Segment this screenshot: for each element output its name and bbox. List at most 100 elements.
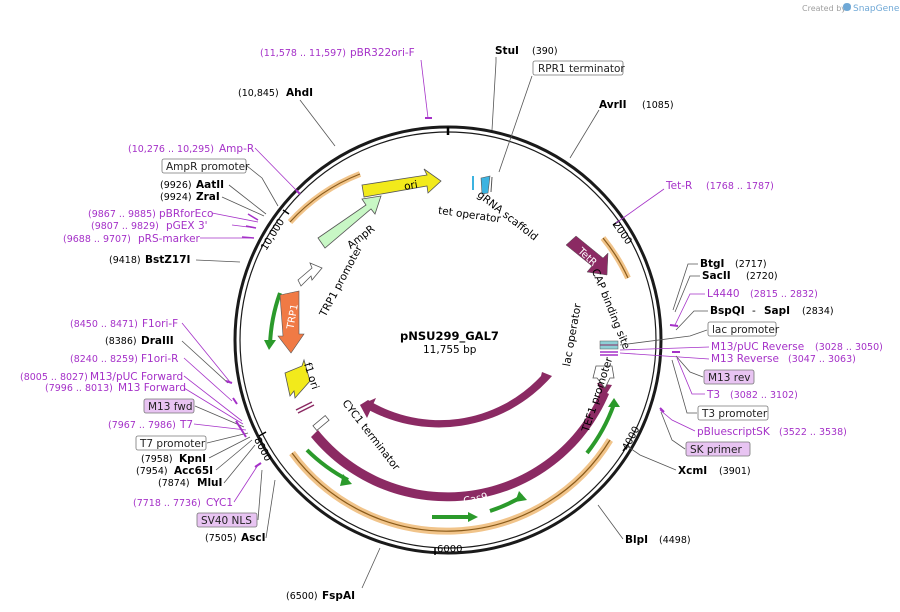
sacii-name[interactable]: SacII	[702, 270, 731, 282]
acc65i-name[interactable]: Acc65I	[174, 465, 213, 477]
l4440-name[interactable]: L4440	[707, 288, 740, 300]
prs-marker-name[interactable]: pRS-marker	[138, 233, 201, 245]
ampr-primer-pos: (10,276 .. 10,295)	[128, 144, 214, 155]
btgi-leader	[672, 263, 698, 311]
blpi-name[interactable]: BlpI	[625, 534, 648, 546]
m13-rev-label: M13 rev	[708, 372, 751, 384]
bstz17i-name[interactable]: BstZ17I	[145, 254, 190, 266]
kpni-name[interactable]: KpnI	[179, 453, 206, 465]
ampr-feature[interactable]	[317, 195, 382, 249]
credit-prefix: Created by	[802, 4, 846, 13]
f1ori-r-name[interactable]: F1ori-R	[141, 353, 178, 365]
ampr-promoter-leader	[246, 165, 279, 207]
tetr-feature[interactable]	[565, 235, 609, 276]
cas9-outer-arrowhead	[597, 383, 612, 398]
ori-feature[interactable]	[361, 168, 442, 198]
t7-primer-pos: (7967 .. 7986)	[108, 420, 176, 431]
asci-name[interactable]: AscI	[241, 532, 266, 544]
ampr-promoter-box[interactable]	[161, 158, 247, 174]
trp1-label: TRP1	[285, 303, 300, 331]
m13-rev-box-leader	[675, 355, 704, 378]
ahdi-pos: (10,845)	[238, 88, 279, 99]
cas9-outer-arc	[311, 390, 609, 502]
xcmi-pos: (3901)	[719, 466, 751, 477]
pgex-name[interactable]: pGEX 3'	[166, 220, 208, 232]
lac-promoter-box[interactable]	[707, 321, 777, 337]
draiii-leader	[181, 340, 229, 384]
m13-rev-box[interactable]	[703, 369, 755, 385]
kpni-pos: (7958)	[141, 454, 173, 465]
bspqi-name[interactable]: BspQI	[710, 305, 745, 317]
m13puc-rev-name[interactable]: M13/pUC Reverse	[711, 341, 804, 353]
btgi-name[interactable]: BtgI	[700, 258, 724, 270]
pbrforeco-leader	[211, 212, 259, 223]
stui-leader	[491, 57, 497, 131]
f1ori-f-name[interactable]: F1ori-F	[142, 318, 178, 330]
mlui-name[interactable]: MluI	[197, 477, 222, 489]
bspqi-leader	[675, 310, 708, 331]
m13puc-rev-leader	[619, 346, 710, 351]
pbluescript-name[interactable]: pBluescriptSK	[697, 426, 771, 438]
m13-fwd-leader	[194, 405, 245, 428]
m13-forward-name[interactable]: M13 Forward	[118, 382, 186, 394]
fspai-leader	[361, 547, 381, 589]
f1ori-r-leader	[183, 357, 233, 402]
pbr322ori-name[interactable]: pBR322ori-F	[350, 47, 415, 59]
t3-name[interactable]: T3	[706, 389, 720, 401]
m13puc-forward-pos: (8005 .. 8027)	[20, 372, 88, 383]
aatii-name[interactable]: AatII	[196, 179, 224, 191]
sk-primer-box[interactable]	[685, 441, 751, 457]
f1-ori-feature[interactable]	[284, 358, 311, 399]
t3-promoter-box[interactable]	[697, 405, 769, 421]
avrii-leader	[569, 109, 600, 159]
ahdi-name[interactable]: AhdI	[286, 87, 313, 99]
cyc1-primer-name[interactable]: CYC1	[206, 497, 233, 509]
fspai-pos: (6500)	[286, 591, 318, 602]
stui-name[interactable]: StuI	[495, 45, 519, 57]
tick-8000: 8000	[251, 436, 273, 464]
zrai-name[interactable]: ZraI	[196, 191, 220, 203]
sk-primer-label: SK primer	[690, 444, 742, 456]
avrii-name[interactable]: AvrII	[599, 99, 627, 111]
rpr1-terminator-box[interactable]	[532, 60, 624, 76]
sapi-name[interactable]: SapI	[764, 305, 790, 317]
draiii-pos: (8386)	[105, 336, 137, 347]
lac-promoter-leader	[619, 329, 708, 346]
m13-fwd-box[interactable]	[143, 398, 195, 414]
draiii-name[interactable]: DraIII	[141, 335, 174, 347]
ampr-primer-name[interactable]: Amp-R	[219, 143, 254, 155]
cas9-label-inner: Cas9	[457, 442, 482, 453]
xcmi-leader	[626, 445, 677, 471]
m13puc-forward-name[interactable]: M13/pUC Forward	[90, 371, 183, 383]
lac-region-marks	[599, 340, 619, 356]
bspqi-pos: (2834)	[802, 306, 834, 317]
t3-leader	[676, 357, 705, 395]
xcmi-name[interactable]: XcmI	[678, 465, 707, 477]
trp1-promoter-label: TRP1 promoter	[317, 243, 365, 320]
t3-pos: (3082 .. 3102)	[730, 390, 798, 401]
trp1-promoter-feature[interactable]	[297, 262, 323, 287]
fspai-name[interactable]: FspAI	[322, 590, 355, 602]
t7-promoter-leader	[206, 432, 249, 444]
f1ori-f-pos: (8450 .. 8471)	[70, 319, 138, 330]
t3-promoter-label: T3 promoter	[701, 408, 768, 420]
cyc1-terminator-feature[interactable]	[295, 401, 330, 432]
trp1-feature[interactable]	[277, 290, 305, 354]
cas9-label-outer: Cas9	[462, 491, 488, 507]
sacii-pos: (2720)	[746, 271, 778, 282]
m13-forward-leader	[183, 387, 244, 425]
m13-reverse-name[interactable]: M13 Reverse	[711, 353, 779, 365]
pbrforeco-name[interactable]: pBRforEco	[159, 208, 213, 220]
snapgene-logo-icon	[843, 3, 851, 11]
t7-promoter-box[interactable]	[135, 435, 207, 451]
stui-pos: (390)	[532, 46, 558, 57]
rpr1-terminator-label: RPR1 terminator	[538, 63, 625, 75]
pbluescript-pos: (3522 .. 3538)	[779, 427, 847, 438]
plasmid-name: pNSU299_GAL7	[400, 329, 499, 344]
grna-scaffold-feature[interactable]	[472, 175, 493, 195]
sv40-nls-box[interactable]	[196, 512, 258, 528]
t7-primer-name[interactable]: T7	[179, 419, 193, 431]
tef1-promoter-arrow[interactable]	[592, 365, 615, 389]
plasmid-size: 11,755 bp	[423, 344, 477, 356]
tetr-primer-name[interactable]: Tet-R	[665, 180, 692, 192]
